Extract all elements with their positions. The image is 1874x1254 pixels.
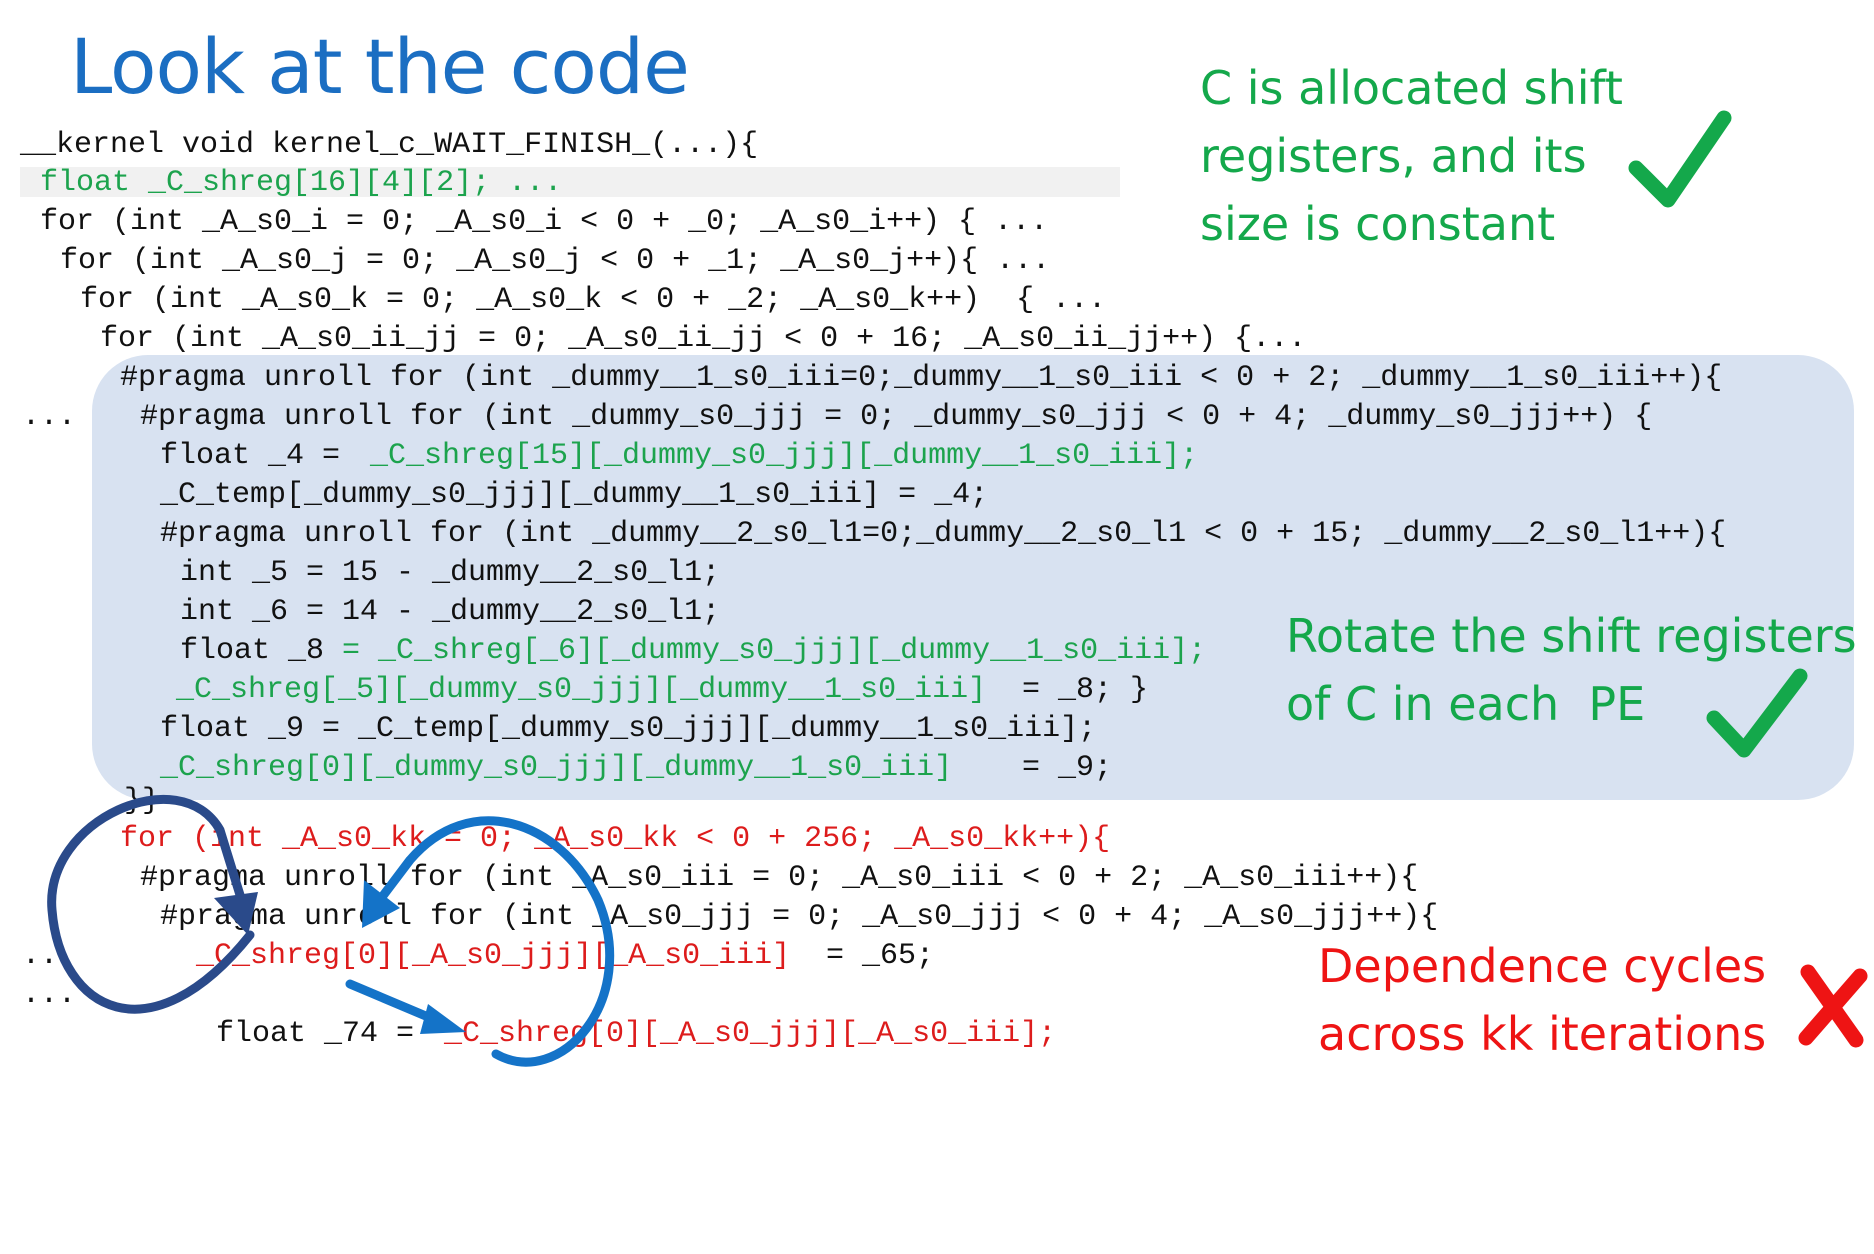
code-line-c-temp-assign: _C_temp[_dummy_s0_jjj][_dummy__1_s0_iii]… <box>160 478 989 512</box>
dependence-forward-arrow <box>345 979 466 1034</box>
code-line-loop-j: for (int _A_s0_j = 0; _A_s0_j < 0 + _1; … <box>60 244 1051 278</box>
code-line-loop-i: for (int _A_s0_i = 0; _A_s0_i < 0 + _0; … <box>40 205 1049 239</box>
code-line-loop-ii-jj: for (int _A_s0_ii_jj = 0; _A_s0_ii_jj < … <box>100 322 1307 356</box>
annotation-overlay <box>47 110 1868 1067</box>
code-listing: __kernel void kernel_c_WAIT_FINISH_(...)… <box>0 0 1726 1254</box>
code-line-pragma-l1: #pragma unroll for (int _dummy__2_s0_l1=… <box>160 517 1727 551</box>
code-line-dots-short: .. <box>22 939 59 973</box>
code-line-float-74-lhs: float _74 = <box>216 1017 433 1051</box>
code-line-pragma-jjj: #pragma unroll for (int _dummy_s0_jjj = … <box>140 400 1653 434</box>
code-line-shreg-0-rhs: = _9; <box>1004 751 1113 785</box>
code-line-shreg-write: _C_shreg[0][_A_s0_jjj][_A_s0_iii] <box>196 939 791 973</box>
code-line-float-4-lhs: float _4 = <box>160 439 359 473</box>
code-line-kernel-signature: __kernel void kernel_c_WAIT_FINISH_(...)… <box>20 128 759 162</box>
dependence-loop-arrow-bright <box>362 816 614 1067</box>
code-line-pragma-a-iii: #pragma unroll for (int _A_s0_iii = 0; _… <box>140 861 1419 895</box>
code-line-float-8-lhs: float _8 <box>180 634 325 668</box>
code-line-ellipsis: ... <box>22 400 77 434</box>
code-line-float-74-rhs: _C_shreg[0][_A_s0_jjj][_A_s0_iii]; <box>444 1017 1057 1051</box>
code-line-shreg-5-lhs: _C_shreg[_5][_dummy_s0_jjj][_dummy__1_s0… <box>176 673 987 707</box>
code-line-dots-long: ... <box>22 978 77 1012</box>
code-line-loop-kk: for (int _A_s0_kk = 0; _A_s0_kk < 0 + 25… <box>120 822 1111 856</box>
code-line-shreg-5-rhs: = _8; } <box>1004 673 1149 707</box>
dependence-loop-arrow-dark <box>47 795 258 1014</box>
code-line-pragma-iii: #pragma unroll for (int _dummy__1_s0_iii… <box>120 361 1723 395</box>
note-rotate-shift-registers: Rotate the shift registers of C in each … <box>1286 609 1857 731</box>
code-line-float-9: float _9 = _C_temp[_dummy_s0_jjj][_dummy… <box>160 712 1097 746</box>
code-line-float-8-rhs: = _C_shreg[_6][_dummy_s0_jjj][_dummy__1_… <box>324 634 1207 668</box>
code-line-int-6: int _6 = 14 - _dummy__2_s0_l1; <box>180 595 721 629</box>
code-line-shreg-declaration: float _C_shreg[16][4][2]; ... <box>40 166 563 200</box>
slide-title: Look at the code <box>70 22 690 111</box>
check-mark-icon <box>1628 110 1732 208</box>
code-line-float-4-rhs: _C_shreg[15][_dummy_s0_jjj][_dummy__1_s0… <box>370 439 1199 473</box>
code-line-loop-k: for (int _A_s0_k = 0; _A_s0_k < 0 + _2; … <box>80 283 1107 317</box>
code-line-int-5: int _5 = 15 - _dummy__2_s0_l1; <box>180 556 721 590</box>
rotate-block-highlight <box>92 355 1854 800</box>
note-dependence-cycles: Dependence cycles across kk iterations <box>1318 939 1767 1061</box>
code-line-shreg-0-lhs: _C_shreg[0][_dummy_s0_jjj][_dummy__1_s0_… <box>160 751 953 785</box>
cross-mark-icon <box>1798 964 1868 1048</box>
check-mark-icon <box>1706 668 1808 758</box>
code-line-shreg-write-rhs: = _65; <box>808 939 935 973</box>
note-allocated-shift-registers: C is allocated shift registers, and its … <box>1200 61 1623 251</box>
shreg-declaration-highlight <box>20 167 1120 197</box>
